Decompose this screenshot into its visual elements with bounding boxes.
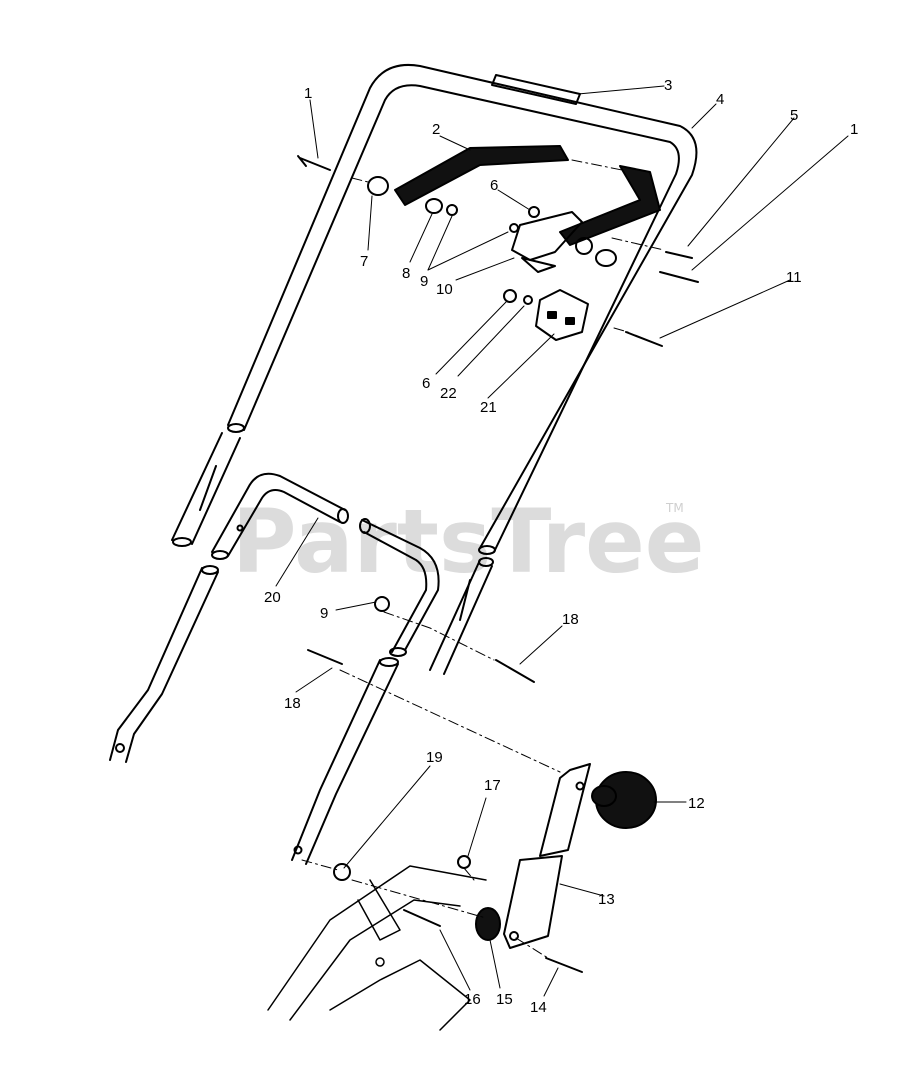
- nut-6b: [503, 289, 517, 303]
- callout-14: 14: [530, 999, 547, 1016]
- lower-left-arm: [109, 565, 219, 763]
- knob: [591, 771, 657, 829]
- nut-9c: [374, 596, 390, 612]
- callout-15: 15: [496, 991, 513, 1008]
- spacer-right-2: [595, 249, 617, 267]
- bolt-1a: [297, 155, 331, 171]
- control-bar: [394, 145, 661, 246]
- watermark-trademark: TM: [665, 501, 684, 515]
- callout-19: 19: [426, 749, 443, 766]
- bolt-5: [665, 251, 693, 259]
- spring-washer: [475, 907, 501, 941]
- callout-8: 8: [402, 265, 410, 282]
- lower-right-tube: [429, 557, 494, 675]
- curved-brace-left: [211, 472, 349, 560]
- callout-2: 2: [432, 121, 440, 138]
- callout-labels: 1 1 2 3 4 5 6 6 7 8 9 9 10 11 12 13 14 1…: [264, 77, 858, 1016]
- bolt-18b: [495, 659, 535, 683]
- left-middle-tube: [171, 432, 241, 547]
- bolt-11: [625, 331, 663, 347]
- callout-20: 20: [264, 589, 281, 606]
- callout-18a: 18: [562, 611, 579, 628]
- callout-13: 13: [598, 891, 615, 908]
- bolt-14: [545, 957, 583, 973]
- callout-10: 10: [436, 281, 453, 298]
- handle-grip-pad: [491, 74, 581, 105]
- lower-handle-tube: [291, 657, 399, 865]
- callout-9b: 9: [320, 605, 328, 622]
- nut-9a: [446, 204, 458, 216]
- bushing-8: [425, 198, 443, 214]
- callout-11: 11: [786, 269, 802, 286]
- height-bracket-upper: [539, 763, 591, 857]
- bolt-18a: [307, 649, 343, 665]
- bracket: [511, 211, 583, 261]
- nut-17: [457, 855, 471, 869]
- callout-leaders: [275, 85, 849, 997]
- callout-9a: 9: [420, 273, 428, 290]
- callout-18b: 18: [284, 695, 301, 712]
- callout-7: 7: [360, 253, 368, 270]
- callout-22: 22: [440, 385, 457, 402]
- watermark-text: PartsTree: [232, 490, 704, 593]
- callout-5: 5: [790, 107, 798, 124]
- bolt-1b: [659, 271, 699, 283]
- switch-block: [535, 289, 589, 341]
- callout-4: 4: [716, 91, 724, 108]
- spacer-19: [333, 863, 351, 881]
- callout-12: 12: [688, 795, 705, 812]
- callout-1a: 1: [304, 85, 312, 102]
- height-bracket-13: [503, 855, 563, 949]
- callout-6a: 6: [490, 177, 498, 194]
- callout-21: 21: [480, 399, 497, 416]
- callout-1b: 1: [850, 121, 858, 138]
- bolt-16: [403, 909, 441, 927]
- nut-6a: [528, 206, 540, 218]
- callout-6b: 6: [422, 375, 430, 392]
- callout-17: 17: [484, 777, 501, 794]
- spacer-7: [367, 176, 389, 196]
- callout-3: 3: [664, 77, 672, 94]
- washer-9b: [509, 223, 519, 233]
- alignment-lines: [301, 159, 665, 959]
- callout-16: 16: [464, 991, 481, 1008]
- curved-brace-right: [359, 518, 440, 657]
- spacer-right: [575, 237, 593, 255]
- washer-22: [523, 295, 533, 305]
- mower-deck: [267, 865, 487, 1031]
- upper-handle: [227, 64, 698, 555]
